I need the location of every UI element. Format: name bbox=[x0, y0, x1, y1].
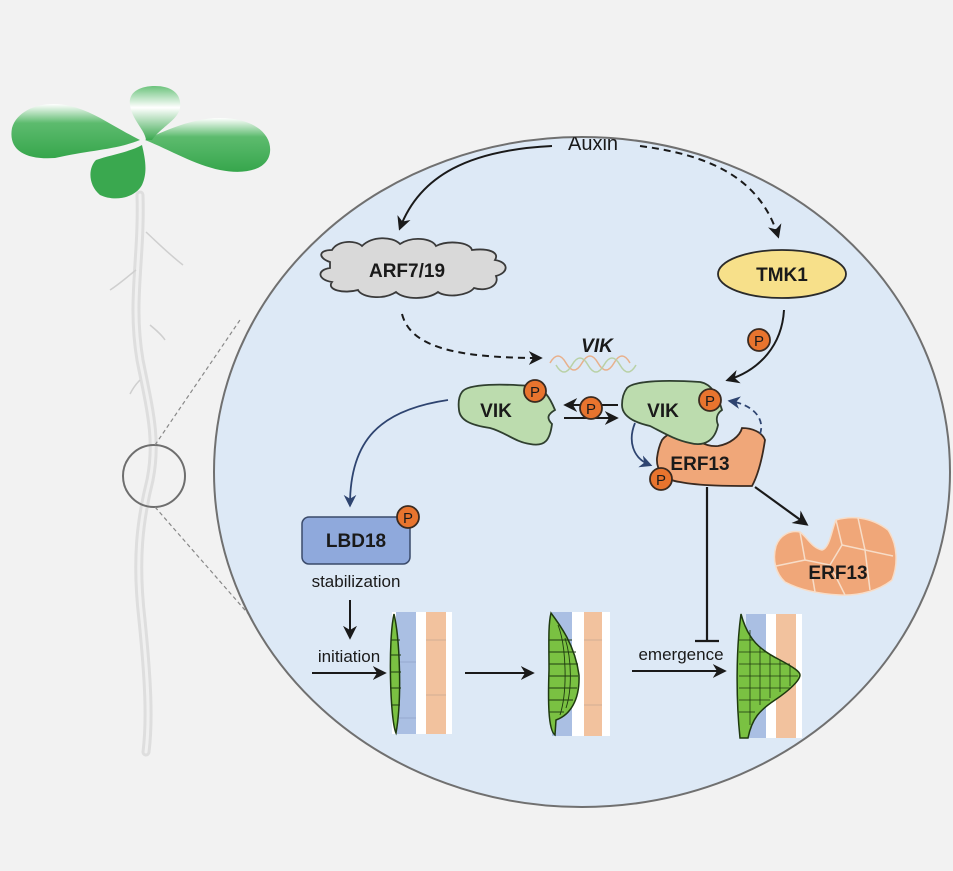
root-zoom-marker bbox=[122, 444, 186, 508]
cotyledon-left bbox=[11, 104, 140, 159]
svg-text:P: P bbox=[403, 510, 413, 527]
svg-text:P: P bbox=[530, 384, 540, 401]
tmk1-label: TMK1 bbox=[756, 265, 808, 286]
true-leaf-top bbox=[129, 86, 181, 140]
arrow-vik-phosphorylates-erf13 bbox=[630, 422, 653, 468]
arf-node: ARF7/19 bbox=[319, 237, 507, 299]
svg-text:P: P bbox=[656, 472, 666, 489]
emergence-label: emergence bbox=[638, 645, 723, 664]
seedling bbox=[11, 86, 271, 757]
arrow-erf13-feedback-vik bbox=[727, 396, 763, 435]
arf-label: ARF7/19 bbox=[369, 261, 445, 282]
arrow-arf-to-vik-gene bbox=[401, 313, 543, 365]
arrow-vik-to-lbd18 bbox=[343, 399, 449, 508]
svg-text:P: P bbox=[586, 401, 596, 418]
phospho-badge: P bbox=[396, 505, 420, 529]
lbd18-node: LBD18 P bbox=[301, 505, 420, 565]
stage-initiation bbox=[389, 612, 452, 736]
lbd18-label: LBD18 bbox=[326, 531, 386, 552]
vik-gene: VIK bbox=[549, 336, 637, 373]
arf-cloud-shape bbox=[319, 237, 507, 299]
lbd18-box bbox=[301, 516, 411, 565]
vik-right-label: VIK bbox=[647, 401, 679, 422]
phospho-badge: P bbox=[747, 328, 771, 352]
lateral-root bbox=[145, 231, 184, 266]
erf13-degraded-node: ERF13 bbox=[773, 516, 897, 596]
mrna-wave bbox=[549, 355, 631, 371]
stage-primordium bbox=[547, 611, 610, 737]
true-leaf-bottom bbox=[90, 145, 146, 199]
phospho-badge: P bbox=[698, 388, 722, 412]
arrow-tmk1-to-vik bbox=[725, 309, 785, 384]
vik-right-node: VIK P bbox=[621, 379, 724, 445]
svg-text:P: P bbox=[705, 393, 715, 410]
svg-text:P: P bbox=[754, 333, 764, 350]
vik-left-node: VIK P bbox=[457, 379, 557, 446]
tmk1-ellipse bbox=[717, 249, 847, 299]
primordium-initial bbox=[389, 613, 401, 736]
lateral-root bbox=[129, 379, 141, 395]
vik-gene-label: VIK bbox=[581, 336, 614, 357]
erf13-bound-label: ERF13 bbox=[670, 454, 729, 475]
vik-right-shape bbox=[621, 379, 724, 445]
mrna-wave bbox=[555, 357, 637, 373]
tmk1-node: TMK1 bbox=[717, 249, 847, 299]
endodermis-gap bbox=[416, 612, 426, 734]
phospho-badge: P bbox=[523, 379, 547, 403]
cotyledon-right bbox=[145, 118, 271, 172]
phospho-badge: P bbox=[579, 396, 603, 420]
lateral-root bbox=[109, 269, 137, 291]
phospho-badge: P bbox=[649, 467, 673, 491]
arrow-erf13-degradation bbox=[754, 486, 809, 526]
stabilization-label: stabilization bbox=[312, 572, 401, 591]
lateral-root bbox=[149, 324, 166, 341]
vik-left-label: VIK bbox=[480, 401, 512, 422]
epidermis-layer bbox=[426, 612, 446, 734]
primordium-developing bbox=[547, 611, 580, 737]
auxin-label: Auxin bbox=[568, 133, 618, 155]
cortex-layer bbox=[396, 612, 416, 734]
arrow-auxin-to-arf bbox=[397, 145, 553, 231]
erf13-degraded-label: ERF13 bbox=[808, 563, 867, 584]
arrow-auxin-to-tmk1 bbox=[639, 145, 782, 239]
erf13-bound-node: ERF13 P bbox=[649, 427, 766, 491]
initiation-label: initiation bbox=[318, 647, 380, 666]
stage-emergence bbox=[736, 613, 802, 739]
